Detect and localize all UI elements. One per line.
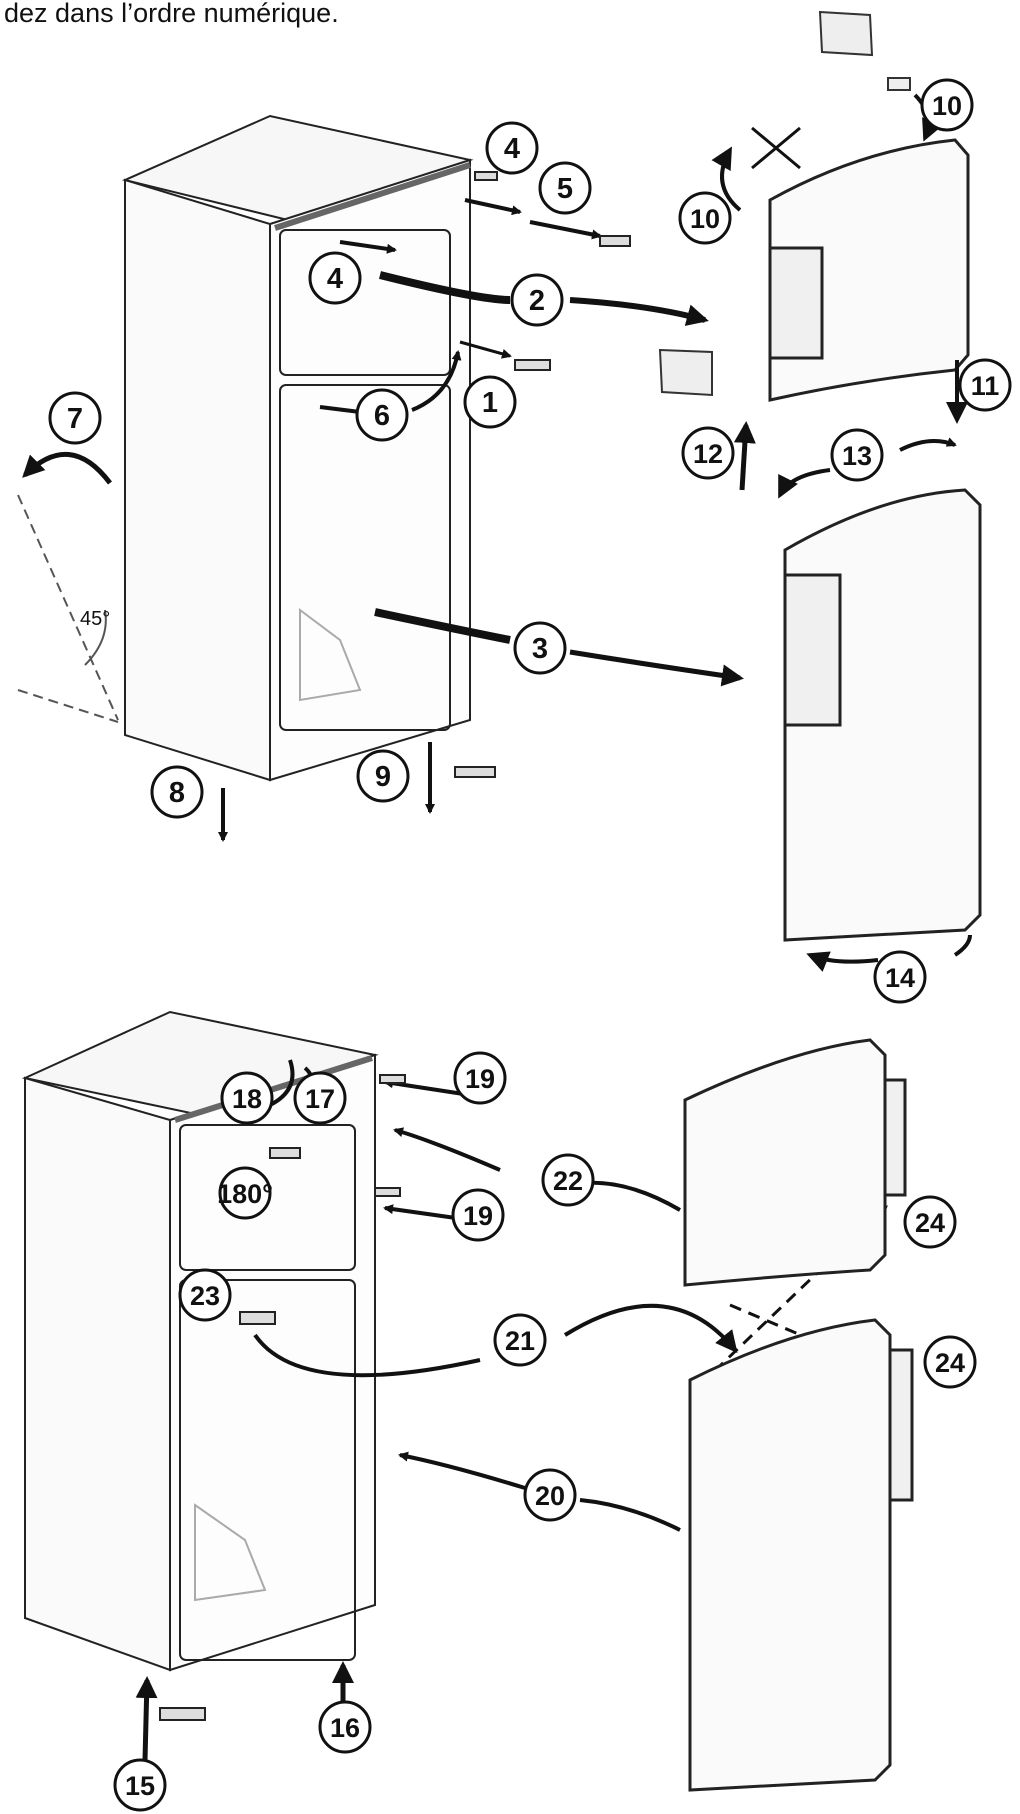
step-21-text: 21 — [505, 1326, 535, 1356]
step-3: 3 — [513, 621, 567, 675]
top-arrows — [22, 198, 744, 842]
step-24b: 24 — [923, 1335, 977, 1389]
step-12-text: 12 — [693, 439, 723, 469]
step-10a: 10 — [920, 78, 974, 132]
fridge-cabinet-bottom — [21, 1010, 379, 1672]
step-2: 2 — [510, 273, 564, 327]
step-15-text: 15 — [125, 1771, 155, 1801]
step-19a: 19 — [453, 1051, 507, 1105]
fridge-cabinet-top — [17, 114, 474, 782]
step-9: 9 — [356, 749, 410, 803]
step-4a-text: 4 — [504, 133, 520, 165]
step-18-text: 18 — [232, 1084, 262, 1114]
step-19b-text: 19 — [463, 1201, 493, 1231]
fridge-door-top — [783, 488, 982, 942]
step-23: 23 — [178, 1268, 232, 1322]
step-labels: 1 2 3 4 4 5 6 7 8 9 10 10 11 12 13 14 15… — [48, 78, 1012, 1812]
step-1: 1 — [463, 375, 517, 429]
step-20-text: 20 — [535, 1481, 565, 1511]
step-4b: 4 — [308, 251, 362, 305]
step-24a: 24 — [903, 1195, 957, 1249]
step-20: 20 — [523, 1468, 577, 1522]
step-16: 16 — [318, 1700, 372, 1754]
step-23-text: 23 — [190, 1281, 220, 1311]
step-24a-text: 24 — [915, 1208, 945, 1238]
step-14-text: 14 — [885, 963, 915, 993]
fridge-door-bottom — [688, 1318, 914, 1792]
angle-label: 45° — [80, 608, 110, 630]
step-2-text: 2 — [529, 285, 545, 317]
step-10b-text: 10 — [690, 204, 720, 234]
hinge-parts-bottom — [159, 1074, 406, 1721]
step-13: 13 — [830, 428, 884, 482]
step-24b-text: 24 — [935, 1348, 965, 1378]
step-4a: 4 — [485, 121, 539, 175]
step-1-text: 1 — [482, 387, 498, 419]
step-16-text: 16 — [330, 1713, 360, 1743]
step-18: 18 — [220, 1071, 274, 1125]
step-15: 15 — [113, 1758, 167, 1812]
parts-bag-icon — [658, 10, 911, 397]
freezer-door-bottom — [683, 1038, 907, 1287]
step-17-text: 17 — [305, 1084, 335, 1114]
step-4b-text: 4 — [327, 263, 343, 295]
step-6-text: 6 — [374, 400, 390, 432]
step-19b: 19 — [451, 1188, 505, 1242]
step-5: 5 — [538, 161, 592, 215]
rotation-label-group: 180° — [217, 1166, 273, 1220]
hinge-parts-top — [454, 171, 631, 778]
step-19a-text: 19 — [465, 1064, 495, 1094]
step-10a-text: 10 — [932, 91, 962, 121]
step-7: 7 — [48, 391, 102, 445]
step-22-text: 22 — [553, 1166, 583, 1196]
rotation-label: 180° — [217, 1179, 273, 1209]
step-14: 14 — [873, 950, 927, 1004]
step-11-text: 11 — [971, 371, 1000, 401]
step-22: 22 — [541, 1153, 595, 1207]
step-5-text: 5 — [557, 173, 573, 205]
step-13-text: 13 — [842, 441, 872, 471]
step-6: 6 — [355, 388, 409, 442]
step-12: 12 — [681, 426, 735, 480]
step-11: 11 — [958, 358, 1012, 412]
freezer-door-top — [768, 138, 970, 402]
instruction-caption: dez dans l’ordre numérique. — [4, 0, 339, 28]
step-9-text: 9 — [375, 761, 391, 793]
step-17: 17 — [293, 1071, 347, 1125]
step-10b: 10 — [678, 191, 732, 245]
step-8-text: 8 — [169, 777, 185, 809]
step-3-text: 3 — [532, 633, 548, 665]
step-8: 8 — [150, 765, 204, 819]
step-7-text: 7 — [67, 403, 83, 435]
step-21: 21 — [493, 1313, 547, 1367]
